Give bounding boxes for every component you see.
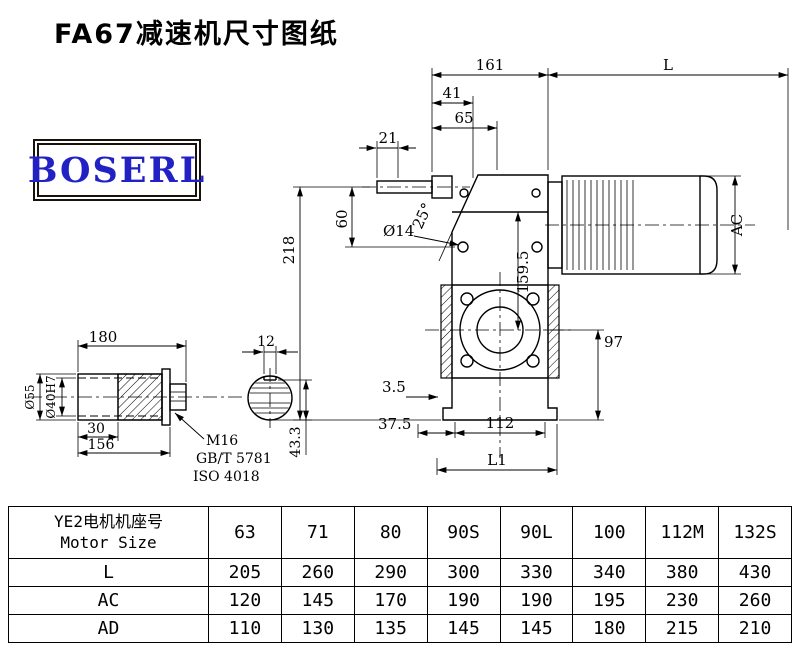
brand-logo: BOSERL (28, 139, 204, 201)
dim-30-label: 30 (87, 421, 105, 437)
dim-37-5-label: 37.5 (378, 415, 411, 433)
row-L-v7: 430 (718, 558, 792, 587)
technical-drawing: 161 L 41 65 21 60 Ø14 25° 218 159.5 AC 9… (23, 56, 789, 485)
dim-218-label: 218 (280, 236, 298, 265)
row-AC-v5: 195 (572, 586, 647, 615)
dim-41-label: 41 (442, 84, 461, 102)
row-AD-v4: 145 (499, 614, 574, 643)
size-100: 100 (572, 506, 647, 559)
hole-dia-label: Ø14 (383, 222, 414, 240)
motor-side-view (547, 175, 718, 275)
dim-97-label: 97 (604, 333, 623, 351)
row-L-v5: 340 (572, 558, 647, 587)
row-L-v2: 290 (353, 558, 428, 587)
row-AC-v7: 260 (718, 586, 792, 615)
size-90L: 90L (499, 506, 574, 559)
gearbox-front-view (362, 174, 755, 458)
size-132S: 132S (718, 506, 792, 559)
row-AD-v7: 210 (718, 614, 792, 643)
row-AD-v3: 145 (426, 614, 501, 643)
dim-AC-label: AC (728, 214, 746, 237)
dim-161-label: 161 (476, 56, 505, 74)
row-L-v4: 330 (499, 558, 574, 587)
row-AC-v6: 230 (645, 586, 720, 615)
row-AC-v3: 190 (426, 586, 501, 615)
output-shaft-detail: Ø55 Ø40H7 30 156 180 M16 GB/T 5781 ISO 4… (23, 328, 272, 485)
row-L-v1: 260 (280, 558, 355, 587)
dia-55-label: Ø55 (23, 384, 37, 409)
std-gb-label: GB/T 5781 (196, 451, 272, 467)
shaft-cross-section: 12 43.3 (242, 334, 312, 458)
table-row-L: L 205 260 290 300 330 340 380 430 (8, 558, 792, 587)
row-AD-v5: 180 (572, 614, 647, 643)
dim-60-label: 60 (333, 209, 351, 228)
row-AD-label: AD (8, 614, 209, 643)
dim-L-label: L (663, 56, 673, 74)
dim-112-label: 112 (486, 414, 515, 432)
row-AD-v2: 135 (353, 614, 428, 643)
dim-21-label: 21 (378, 129, 397, 147)
dim-12-label: 12 (257, 334, 275, 350)
motor-size-header-en: Motor Size (60, 532, 157, 552)
size-63: 63 (208, 506, 282, 559)
size-71: 71 (280, 506, 355, 559)
size-90S: 90S (426, 506, 501, 559)
page-title: FA67减速机尺寸图纸 (54, 19, 339, 50)
dim-L1-label: L1 (487, 451, 507, 469)
main-view-dimensions: 161 L 41 65 21 60 Ø14 25° 218 159.5 AC 9… (280, 56, 789, 475)
dim-156-label: 156 (88, 437, 115, 453)
row-AC-label: AC (8, 586, 209, 615)
dim-3-5-label: 3.5 (382, 378, 406, 396)
size-80: 80 (353, 506, 428, 559)
row-L-v6: 380 (645, 558, 720, 587)
std-iso-label: ISO 4018 (193, 469, 260, 485)
row-L-v3: 300 (426, 558, 501, 587)
motor-size-header-cell: YE2电机机座号 Motor Size (8, 506, 209, 559)
row-AC-v1: 145 (280, 586, 355, 615)
table-row-AD: AD 110 130 135 145 145 180 215 210 (8, 614, 792, 643)
table-row-AC: AC 120 145 170 190 190 195 230 260 (8, 586, 792, 615)
table-row-motor-size: YE2电机机座号 Motor Size 63 71 80 90S 90L 100… (8, 506, 792, 559)
row-AC-v4: 190 (499, 586, 574, 615)
row-AD-v0: 110 (208, 614, 282, 643)
row-AC-v2: 170 (353, 586, 428, 615)
dia-40-label: Ø40H7 (44, 375, 58, 418)
row-L-label: L (8, 558, 209, 587)
angle-label: 25° (409, 200, 437, 232)
dim-180-label: 180 (89, 328, 118, 346)
dim-65-label: 65 (454, 109, 473, 127)
thread-label: M16 (206, 433, 238, 449)
size-112M: 112M (645, 506, 720, 559)
row-AC-v0: 120 (208, 586, 282, 615)
motor-dimension-table: YE2电机机座号 Motor Size 63 71 80 90S 90L 100… (8, 506, 792, 643)
row-L-v0: 205 (208, 558, 282, 587)
row-AD-v1: 130 (280, 614, 355, 643)
dim-43-3-label: 43.3 (288, 426, 304, 457)
row-AD-v6: 215 (645, 614, 720, 643)
motor-size-header-cn: YE2电机机座号 (54, 511, 163, 531)
brand-logo-text: BOSERL (27, 149, 207, 191)
dim-159-label: 159.5 (514, 251, 532, 294)
